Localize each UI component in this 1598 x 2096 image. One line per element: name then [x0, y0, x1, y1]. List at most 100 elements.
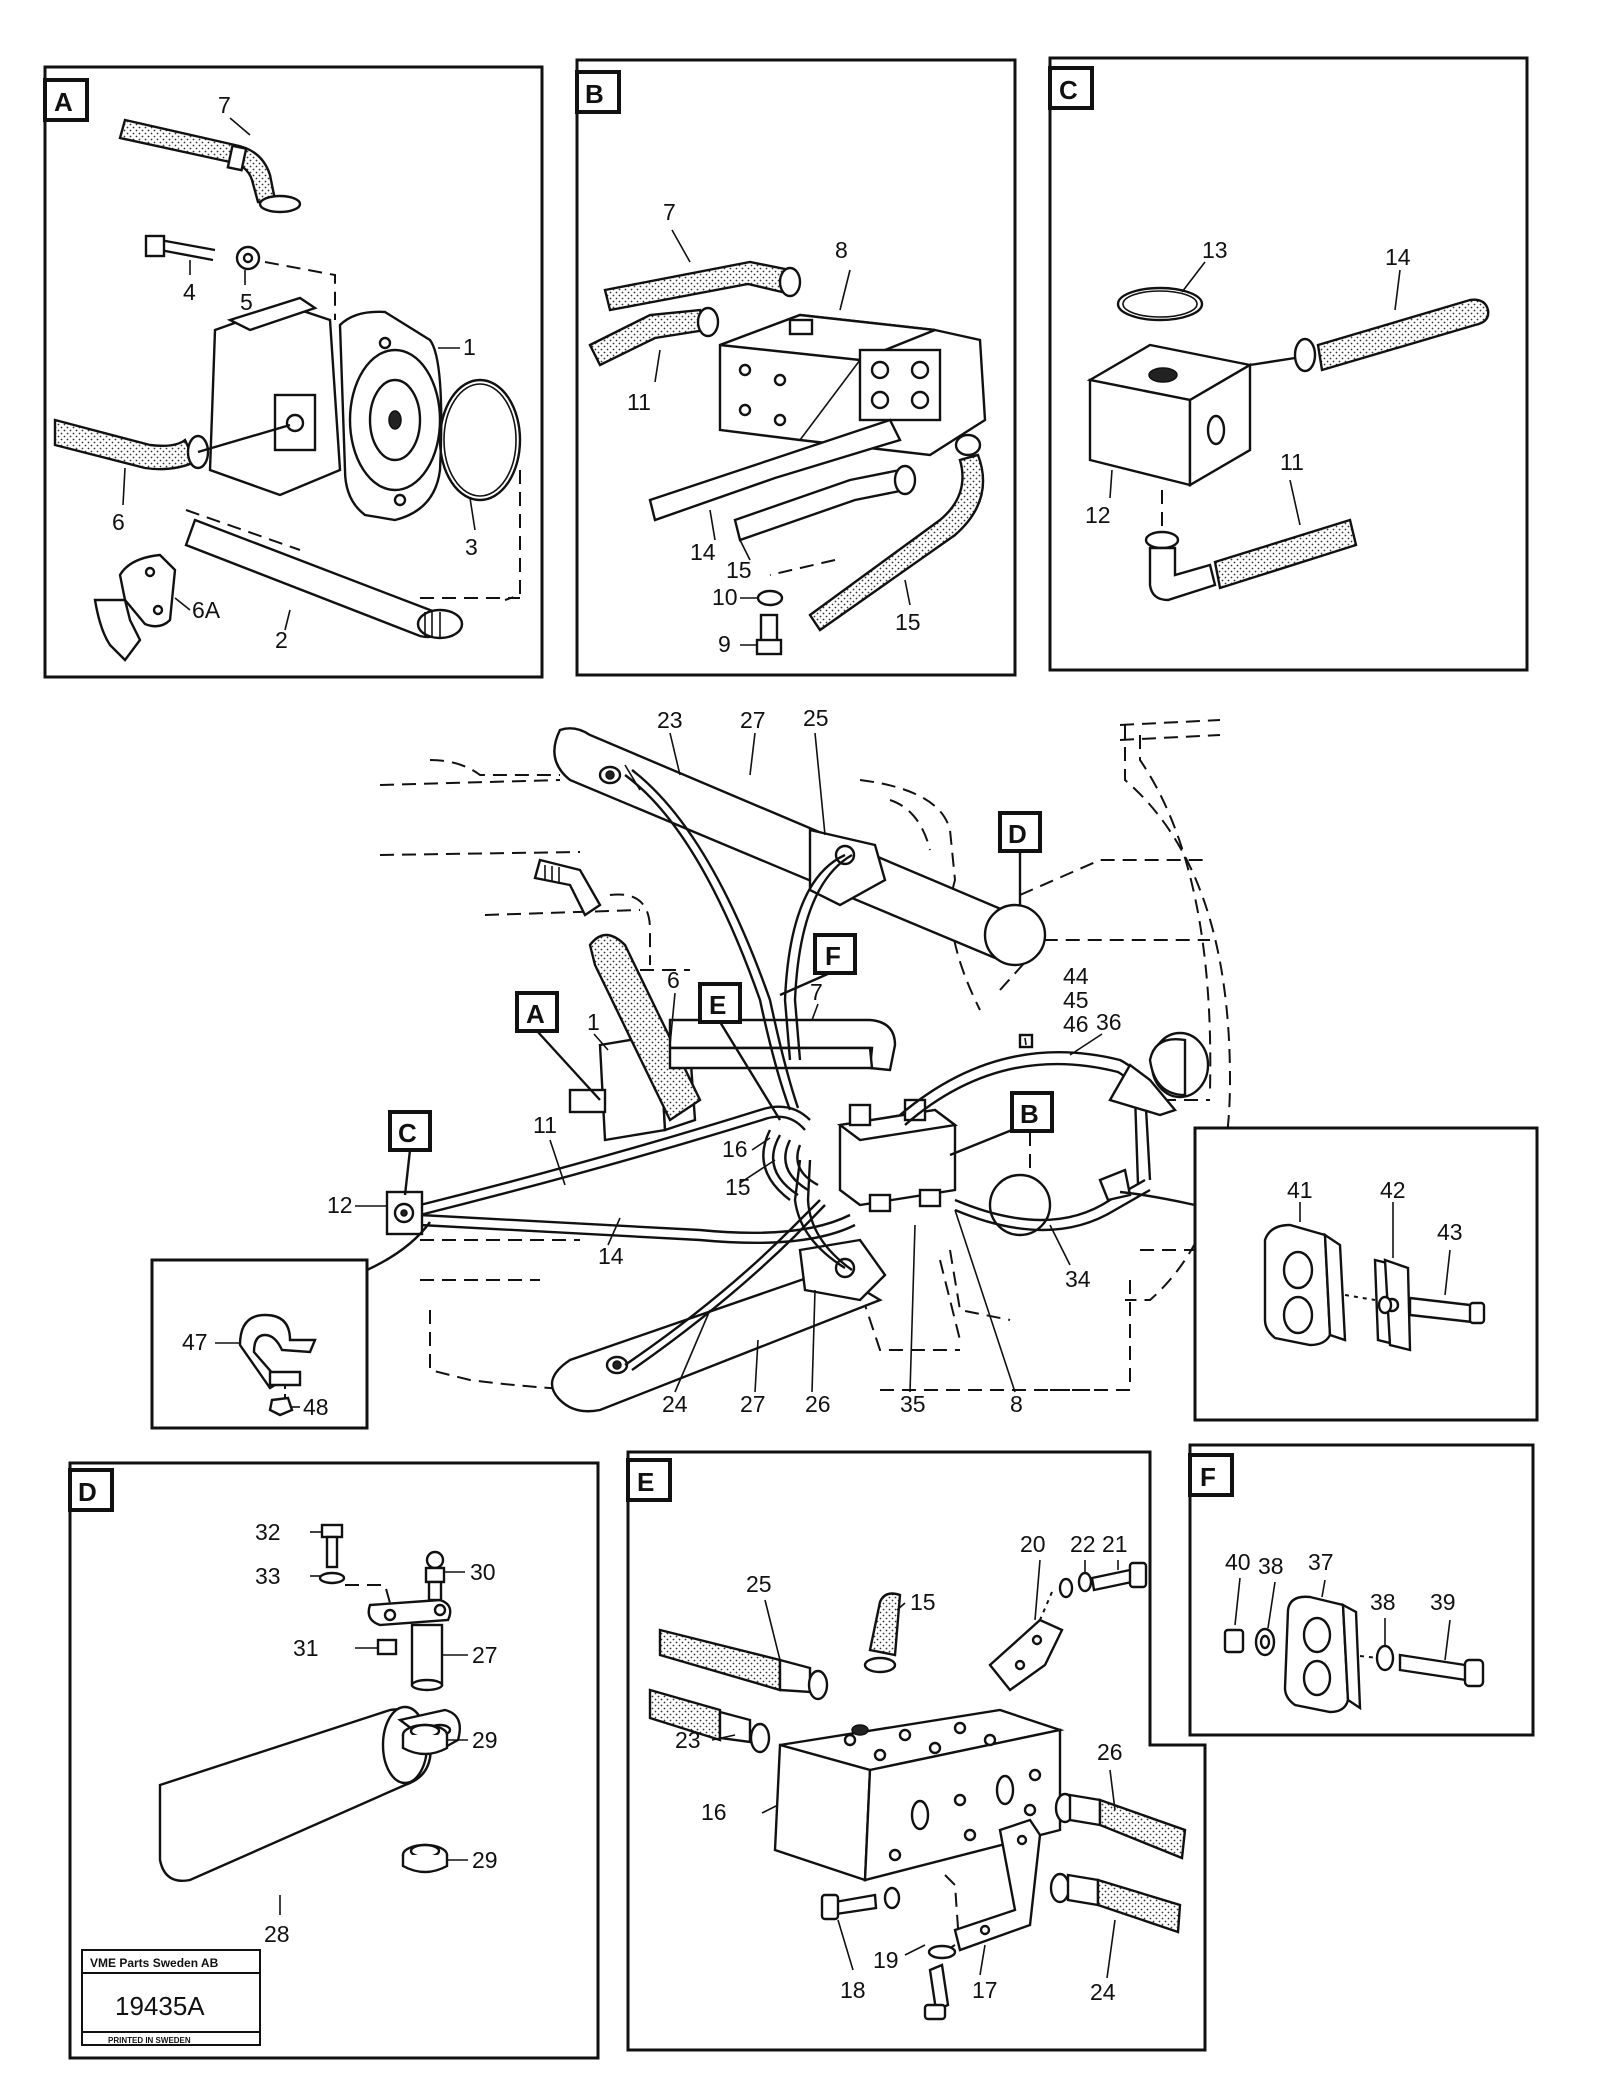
- part-callout-number: 16: [722, 1136, 748, 1162]
- part-callout-number: 32: [255, 1519, 281, 1545]
- part-callout-number: 30: [470, 1559, 496, 1585]
- part-callout-number: 27: [472, 1642, 498, 1668]
- part-callout-number: 7: [218, 92, 231, 118]
- part-callout-number: 2: [275, 627, 288, 653]
- part-callout-number: 8: [835, 237, 848, 263]
- part-callout-number: 47: [182, 1329, 208, 1355]
- part-callout-number: 14: [690, 539, 716, 565]
- panel-b: B: [575, 58, 1017, 677]
- main-tag-e: E: [698, 982, 742, 1024]
- section-tag-letter: D: [78, 1477, 97, 1507]
- part-callout-number: 15: [910, 1589, 936, 1615]
- panel-c-tag: C: [1048, 66, 1094, 110]
- part-callout-number: 40: [1225, 1549, 1251, 1575]
- part-callout-number: 10: [712, 584, 738, 610]
- part-callout-number: 19: [873, 1947, 899, 1973]
- part-callout-number: 33: [255, 1563, 281, 1589]
- part-callout-number: 23: [657, 707, 683, 733]
- section-tag-letter: E: [709, 990, 726, 1020]
- main-tag-a: A: [515, 991, 559, 1033]
- section-tag-letter: E: [637, 1467, 654, 1497]
- part-callout-number: 8: [1010, 1391, 1023, 1417]
- part-callout-number: 36: [1096, 1009, 1122, 1035]
- part-callout-number: 20: [1020, 1531, 1046, 1557]
- part-callout-number: 5: [240, 289, 253, 315]
- part-callout-number: 11: [627, 389, 651, 415]
- section-tag-letter: F: [825, 941, 841, 971]
- part-callout-number: 12: [1085, 502, 1111, 528]
- part-callout-number: 41: [1287, 1177, 1313, 1203]
- part-callout-number: 21: [1102, 1531, 1128, 1557]
- part-callout-number: 31: [293, 1635, 319, 1661]
- part-callout-number: 38: [1370, 1589, 1396, 1615]
- part-callout-number: 29: [472, 1727, 498, 1753]
- part-callout-number: 7: [810, 979, 823, 1005]
- part-callout-number: 7: [663, 199, 676, 225]
- section-tag-letter: A: [526, 999, 545, 1029]
- part-callout-number: 6: [112, 509, 125, 535]
- part-callout-number: 13: [1202, 237, 1228, 263]
- part-callout-number: 25: [803, 705, 829, 731]
- panel-e: E: [626, 1450, 1207, 2052]
- main-tag-f: F: [813, 933, 857, 975]
- part-callout-number: 18: [840, 1977, 866, 2003]
- part-callout-number: 27: [740, 1391, 766, 1417]
- part-callout-number: 39: [1430, 1589, 1456, 1615]
- part-callout-number: 27: [740, 707, 766, 733]
- panel-f-tag: F: [1188, 1453, 1234, 1497]
- vme-stamp: VME Parts Sweden AB 19435A PRINTED IN SW…: [81, 1949, 261, 2046]
- panel-d: D: [68, 1461, 600, 2060]
- part-callout-number: 28: [264, 1921, 290, 1947]
- part-callout-number: 17: [972, 1977, 998, 2003]
- inset-clamp: 47 48: [150, 1221, 431, 1430]
- part-callout-number: 38: [1258, 1553, 1284, 1579]
- panel-b-tag: B: [575, 70, 621, 114]
- part-callout-number: 6: [667, 967, 680, 993]
- part-callout-number: 24: [662, 1391, 688, 1417]
- part-callout-number: 3: [465, 534, 478, 560]
- part-callout-number: 16: [701, 1799, 727, 1825]
- part-callout-number: 26: [805, 1391, 831, 1417]
- section-tag-letter: D: [1008, 819, 1027, 849]
- main-tag-d: D: [998, 811, 1042, 853]
- part-callout-number: 42: [1380, 1177, 1406, 1203]
- part-callout-number: 22: [1070, 1531, 1096, 1557]
- part-callout-number: 4: [183, 279, 196, 305]
- panel-d-tag: D: [68, 1468, 114, 1512]
- part-callout-number: 44: [1063, 963, 1089, 989]
- main-tag-c: C: [388, 1110, 432, 1152]
- section-tag-letter: C: [1059, 75, 1078, 105]
- section-tag-letter: B: [585, 79, 604, 109]
- part-callout-number: 34: [1065, 1266, 1091, 1292]
- stamp-text: PRINTED IN SWEDEN: [108, 2036, 191, 2045]
- part-callout-number: 14: [598, 1243, 624, 1269]
- part-callout-number: 6A: [192, 597, 221, 623]
- stamp-text: VME Parts Sweden AB: [90, 1956, 219, 1970]
- panel-a: A: [43, 65, 544, 679]
- panel-f: F 40 38 37 38 39: [1188, 1443, 1535, 1737]
- panel-a-tag: A: [43, 78, 89, 122]
- panel-e-tag: E: [626, 1458, 672, 1502]
- part-callout-number: 46: [1063, 1011, 1089, 1037]
- part-callout-number: 43: [1437, 1219, 1463, 1245]
- part-callout-number: 14: [1385, 244, 1411, 270]
- part-callout-number: 15: [895, 609, 921, 635]
- part-callout-number: 25: [746, 1571, 772, 1597]
- main-tag-b: B: [1010, 1091, 1054, 1133]
- part-callout-number: 1: [463, 334, 476, 360]
- section-tag-letter: F: [1200, 1462, 1216, 1492]
- part-callout-number: 26: [1097, 1739, 1123, 1765]
- part-callout-number: 23: [675, 1727, 701, 1753]
- part-callout-number: 48: [303, 1394, 329, 1420]
- section-tag-letter: A: [54, 87, 73, 117]
- section-tag-letter: C: [398, 1118, 417, 1148]
- part-callout-number: 11: [533, 1112, 557, 1138]
- inset-block-clamp: 41 42 43: [1119, 1126, 1539, 1422]
- panel-c: C 13 14 12 11: [1048, 56, 1529, 672]
- part-callout-number: 35: [900, 1391, 926, 1417]
- part-callout-number: 37: [1308, 1549, 1334, 1575]
- part-callout-number: 12: [327, 1192, 353, 1218]
- main-assembly-view: A B C D E F 23 27 25: [327, 705, 1232, 1417]
- section-tag-letter: B: [1020, 1099, 1039, 1129]
